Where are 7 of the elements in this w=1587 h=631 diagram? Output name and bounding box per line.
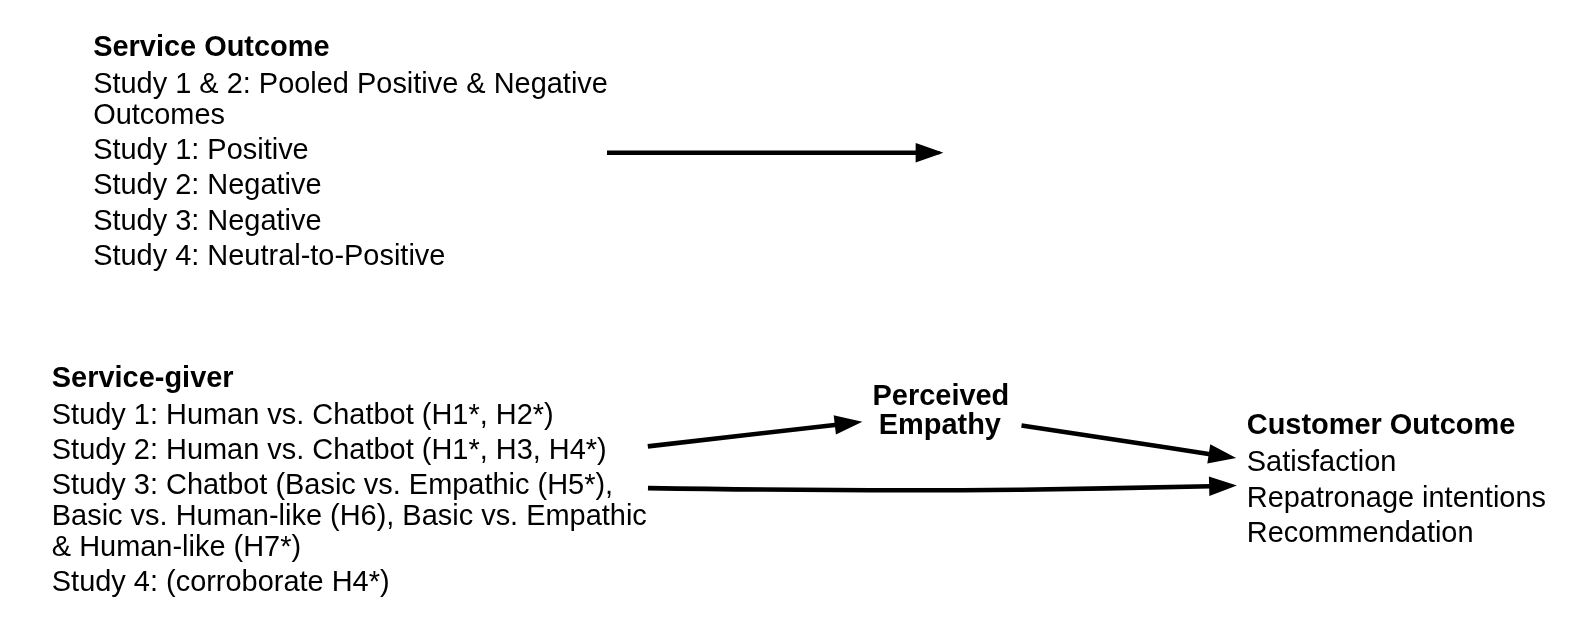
node-text: Service Outcome Study 1 & 2: Pooled Positive & Negative Outcomes Study 1: Positive Study 2: Negative Study 3: Negative Study 4: Neutral-to-Positive <box>92 29 608 271</box>
arrow <box>647 476 1237 496</box>
arrow <box>647 414 862 449</box>
arrow <box>1020 422 1236 463</box>
node-text: Perceived Empathy <box>872 378 1009 440</box>
node-text: Customer Outcome Satisfaction Repatronage intentions Recommendation <box>1246 407 1546 548</box>
node-text: Service-giver Study 1: Human vs. Chatbot (H1*, H2*) Study 2: Human vs. Chatbot (H1*, H3, H4*) Study 3: Chatbot (Basic vs. Empathic (H5*), Basic vs. Human-like (H6), Basic vs. Empathic & Human-like (H7*) Study 4: (corroborate H4*) <box>51 360 647 597</box>
